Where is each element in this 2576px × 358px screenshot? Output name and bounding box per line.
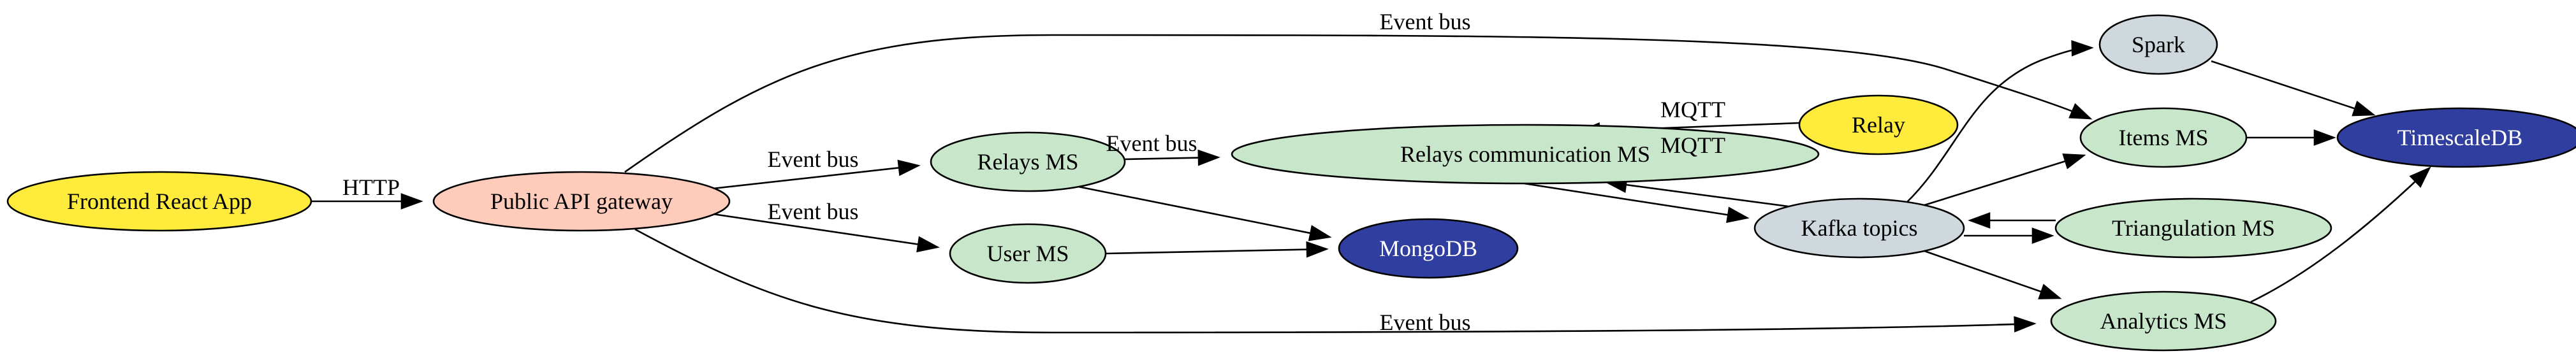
edge-line <box>2250 168 2430 303</box>
edge-frontend-gateway <box>311 193 423 210</box>
edge-spark-timescale <box>2211 60 2376 117</box>
edge-kafka-analytics <box>1924 250 2062 299</box>
arrowhead <box>2038 283 2062 299</box>
edge-relays-mongo <box>1068 183 1332 241</box>
arrowhead <box>400 193 423 210</box>
node-analytics-ms: Analytics MS <box>2050 290 2277 352</box>
node-label: User MS <box>986 241 1069 266</box>
node-ellipse <box>1231 124 1820 185</box>
node-timescaledb: TimescaleDB <box>2336 107 2576 168</box>
node-label: Public API gateway <box>490 189 673 214</box>
node-ellipse <box>2336 107 2576 168</box>
edge-label: Event bus <box>1106 131 1197 156</box>
arrowhead <box>2031 227 2054 244</box>
node-ellipse <box>1753 197 1965 259</box>
arrowhead <box>2313 129 2336 146</box>
edge-gateway-items <box>624 34 2093 173</box>
node-user-ms: User MS <box>949 223 1107 284</box>
node-label: Frontend React App <box>67 189 252 214</box>
node-ellipse <box>1798 94 1959 155</box>
edge-line <box>1606 181 1794 208</box>
node-ellipse <box>6 171 312 232</box>
edge-kafka-triangulation <box>1964 227 2054 244</box>
edge-relays-comm <box>1124 149 1220 166</box>
node-ellipse <box>2098 14 2218 75</box>
edge-label: Event bus <box>768 147 859 172</box>
edge-analytics-timescale <box>2250 166 2431 303</box>
node-ellipse <box>949 223 1107 284</box>
node-ellipse <box>1338 218 1519 279</box>
edge-line <box>1523 182 1748 219</box>
node-frontend: Frontend React App <box>6 171 312 232</box>
node-label: Spark <box>2132 32 2185 57</box>
node-kafka: Kafka topics <box>1753 197 1965 259</box>
arrowhead <box>2409 166 2431 188</box>
edge-line <box>1105 248 1327 255</box>
node-label: Items MS <box>2118 125 2208 150</box>
node-ellipse <box>2054 197 2332 259</box>
edge-line <box>712 213 938 248</box>
node-label: Triangulation MS <box>2112 215 2275 241</box>
arrowhead <box>1197 149 1220 166</box>
arrowhead <box>1968 212 1991 229</box>
edge-line <box>712 164 919 190</box>
node-spark: Spark <box>2098 14 2218 75</box>
edges-layer <box>311 34 2431 334</box>
edge-label: MQTT <box>1660 97 1725 122</box>
node-label: MongoDB <box>1379 236 1477 261</box>
arrowhead <box>2352 100 2376 117</box>
edge-line <box>1924 250 2060 299</box>
edge-label: Event bus <box>1380 310 1471 335</box>
arrowhead <box>1726 206 1750 223</box>
arrowhead <box>1306 241 1329 258</box>
arrowhead <box>2068 103 2093 120</box>
edge-label: Event bus <box>1380 9 1471 34</box>
edge-line <box>624 34 2091 173</box>
node-mongodb: MongoDB <box>1338 218 1519 279</box>
node-label: Relay <box>1852 112 1905 138</box>
edge-gateway-analytics <box>634 228 2037 334</box>
edge-gateway-relays <box>712 159 921 190</box>
node-triangulation-ms: Triangulation MS <box>2054 197 2332 259</box>
node-ellipse <box>2079 107 2248 168</box>
edge-label: HTTP <box>342 175 400 200</box>
node-ellipse <box>2050 290 2277 352</box>
edge-kafka-spark <box>1906 39 2094 203</box>
edge-kafka-items <box>1924 154 2086 206</box>
arrowhead <box>2062 154 2086 169</box>
edge-label: Event bus <box>768 199 859 224</box>
node-relays-comm: Relays communication MS <box>1231 124 1820 185</box>
node-ellipse <box>432 171 731 232</box>
edge-label: MQTT <box>1660 132 1725 158</box>
node-gateway: Public API gateway <box>432 171 731 232</box>
edge-line <box>1924 154 2084 206</box>
edge-comm-kafka <box>1523 182 1750 223</box>
node-relays-ms: Relays MS <box>930 131 1126 192</box>
edge-line <box>1068 183 1330 238</box>
nodes-layer: Frontend React App Public API gateway Rela… <box>6 14 2576 352</box>
node-label: TimescaleDB <box>2397 125 2523 150</box>
arrowhead <box>897 159 921 176</box>
edge-triangulation-kafka <box>1968 212 2056 229</box>
node-ellipse <box>930 131 1126 192</box>
edge-line <box>634 228 2035 334</box>
node-items-ms: Items MS <box>2079 107 2248 168</box>
edge-items-timescale <box>2247 129 2336 146</box>
node-label: Kafka topics <box>1801 215 1918 241</box>
edge-line <box>2211 60 2374 116</box>
arrowhead <box>916 236 940 253</box>
edge-user-mongo <box>1105 241 1329 258</box>
node-label: Relays communication MS <box>1400 141 1650 167</box>
arrowhead <box>2071 39 2094 57</box>
arrowhead <box>1308 225 1332 241</box>
node-label: Relays MS <box>977 149 1078 175</box>
arrowhead <box>2014 316 2037 333</box>
edge-gateway-user <box>712 213 940 253</box>
node-label: Analytics MS <box>2100 308 2227 334</box>
node-relay: Relay <box>1798 94 1959 155</box>
